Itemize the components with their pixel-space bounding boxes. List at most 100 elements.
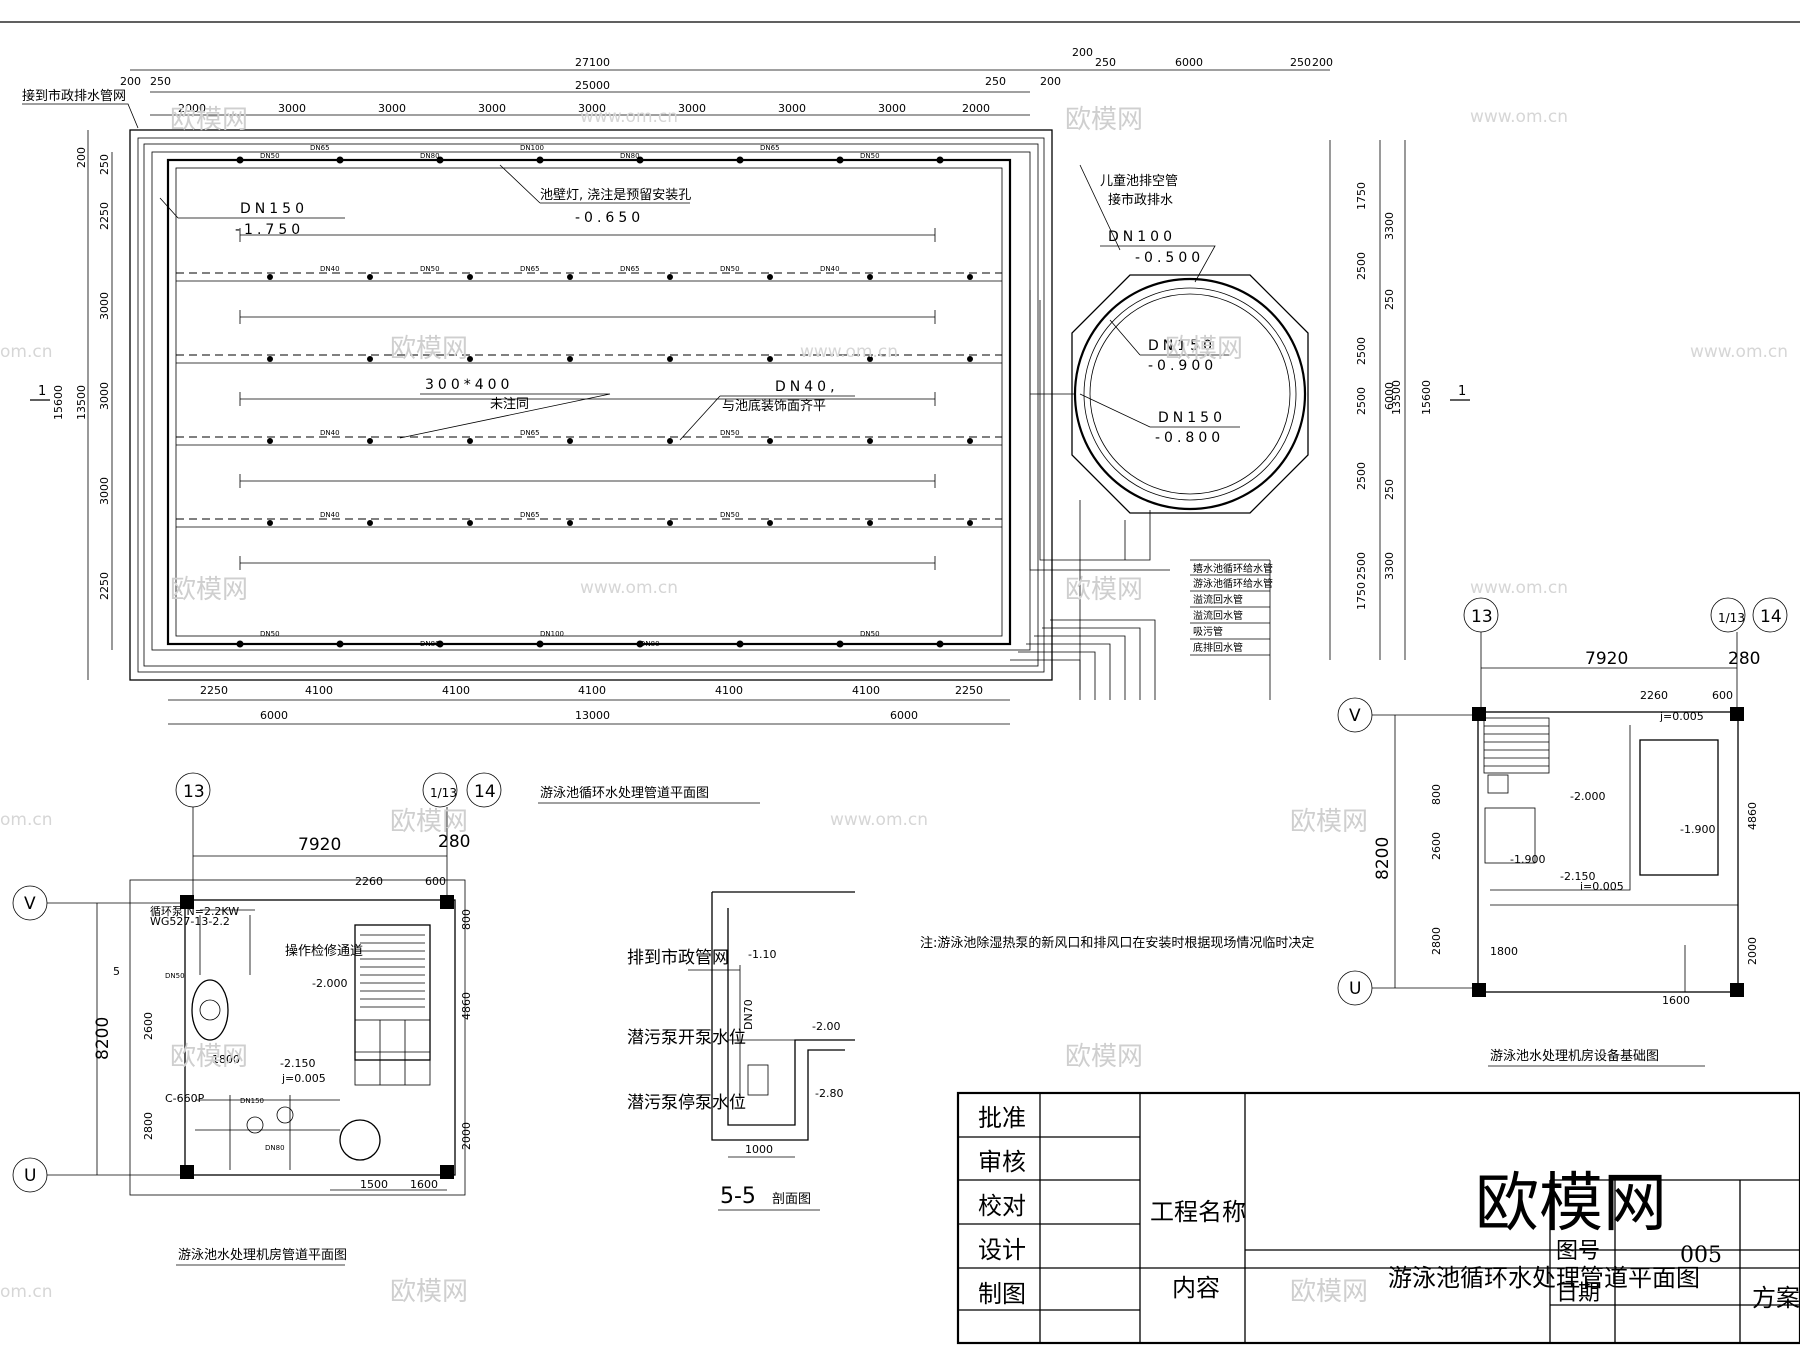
svg-text:280: 280 <box>1728 649 1760 669</box>
svg-text:1: 1 <box>38 384 46 399</box>
svg-text:欧模网: 欧模网 <box>1290 807 1368 837</box>
svg-text:2600: 2600 <box>1430 832 1443 860</box>
tb-content-label: 内容 <box>1172 1274 1220 1302</box>
svg-text:欧模网: 欧模网 <box>170 1042 248 1072</box>
svg-text:6000: 6000 <box>1175 56 1203 69</box>
svg-text:2250: 2250 <box>98 202 111 230</box>
pipe-legend: 嬉水池循环给水管 游泳池循环给水管 溢流回水管 溢流回水管 吸污管 底排回水管 <box>1190 559 1273 700</box>
dn100-label: DN100 <box>1108 229 1176 245</box>
lane-markers <box>239 228 936 570</box>
dn40-note: 与池底装饰面齐平 <box>722 398 826 414</box>
svg-text:DN80: DN80 <box>640 640 660 648</box>
svg-text:欧模网: 欧模网 <box>1065 1042 1143 1072</box>
svg-text:-2.150: -2.150 <box>280 1057 315 1070</box>
svg-text:DN65: DN65 <box>620 265 640 273</box>
svg-text:3000: 3000 <box>878 102 906 115</box>
dn100-elev: -0.500 <box>1135 250 1204 266</box>
svg-text:DN50: DN50 <box>260 630 280 638</box>
svg-text:DN50: DN50 <box>720 511 740 519</box>
tb-date-label: 日期 <box>1556 1281 1600 1306</box>
svg-text:om.cn: om.cn <box>0 342 53 362</box>
svg-text:j=0.005: j=0.005 <box>1659 710 1704 723</box>
logo-text: 欧模网 <box>1475 1167 1667 1241</box>
svg-text:-1.900: -1.900 <box>1680 823 1715 836</box>
svg-text:DN70: DN70 <box>742 999 755 1030</box>
svg-text:1500: 1500 <box>360 1178 388 1191</box>
svg-text:25000: 25000 <box>575 79 610 92</box>
svg-text:2260: 2260 <box>355 875 383 888</box>
svg-text:DN150: DN150 <box>240 1097 264 1105</box>
ring2-label: DN150 <box>1158 410 1226 426</box>
svg-text:www.om.cn: www.om.cn <box>1470 578 1568 598</box>
svg-text:1600: 1600 <box>1662 994 1690 1007</box>
svg-text:om.cn: om.cn <box>0 1282 53 1302</box>
svg-text:2000: 2000 <box>1746 937 1759 965</box>
svg-text:欧模网: 欧模网 <box>1065 105 1143 135</box>
drain-note-2: 接市政排水 <box>1108 192 1173 208</box>
svg-text:WG527-13-2.2: WG527-13-2.2 <box>150 915 230 928</box>
svg-text:4100: 4100 <box>578 684 606 697</box>
drain-note: 儿童池排空管 <box>1100 173 1178 189</box>
svg-text:280: 280 <box>438 832 470 852</box>
svg-text:7920: 7920 <box>298 835 341 855</box>
svg-text:3300: 3300 <box>1383 552 1396 580</box>
svg-text:潜污泵停泵水位: 潜污泵停泵水位 <box>627 1093 746 1113</box>
dn150-elev: -1.750 <box>235 222 304 238</box>
svg-text:800: 800 <box>1430 784 1443 805</box>
svg-text:欧模网: 欧模网 <box>390 1277 468 1307</box>
svg-text:2260: 2260 <box>1640 689 1668 702</box>
svg-text:13: 13 <box>1471 607 1493 627</box>
svg-text:欧模网: 欧模网 <box>170 105 248 135</box>
svg-text:DN65: DN65 <box>520 511 540 519</box>
svg-text:2000: 2000 <box>962 102 990 115</box>
svg-text:DN100: DN100 <box>540 630 564 638</box>
svg-text:1800: 1800 <box>212 1053 240 1066</box>
svg-text:4860: 4860 <box>1746 802 1759 830</box>
main-plan-title: 游泳池循环水处理管道平面图 <box>540 786 709 801</box>
svg-text:2250: 2250 <box>955 684 983 697</box>
svg-text:DN50: DN50 <box>720 429 740 437</box>
svg-text:250: 250 <box>985 75 1006 88</box>
svg-text:1/13: 1/13 <box>430 786 457 800</box>
svg-text:5: 5 <box>113 965 120 978</box>
svg-text:欧模网: 欧模网 <box>390 334 468 364</box>
pipe-runs <box>1010 290 1170 700</box>
svg-text:欧模网: 欧模网 <box>1290 1277 1368 1307</box>
svg-text:i=0.005: i=0.005 <box>1580 880 1624 893</box>
svg-text:3300: 3300 <box>1383 212 1396 240</box>
svg-text:DN40: DN40 <box>320 511 340 519</box>
svg-text:2000: 2000 <box>178 102 206 115</box>
tb-stage: 方案 <box>1752 1284 1800 1312</box>
svg-text:15600: 15600 <box>52 385 65 420</box>
inlet-dots <box>236 156 973 648</box>
svg-text:www.om.cn: www.om.cn <box>800 342 898 362</box>
bottom-dimensions: 2250 4100 4100 4100 4100 4100 2250 6000 … <box>168 684 1010 725</box>
svg-text:4100: 4100 <box>442 684 470 697</box>
ring2-elev: -0.800 <box>1155 430 1224 446</box>
svg-text:13500: 13500 <box>75 385 88 420</box>
tb-no-value: 005 <box>1680 1243 1722 1268</box>
svg-text:2250: 2250 <box>200 684 228 697</box>
left-dimensions: 2250 3000 3000 3000 2250 250 200 13500 1… <box>30 130 113 680</box>
svg-text:j=0.005: j=0.005 <box>281 1072 326 1085</box>
pipe-size-labels: DN50 DN65 DN80 DN100 DN80 DN65 DN50 DN40… <box>260 144 880 648</box>
right-dimensions: 1750 2500 2500 2500 2500 2500 1750 3300 … <box>1329 140 1470 660</box>
room-plan-title: 游泳池水处理机房管道平面图 <box>178 1247 347 1263</box>
svg-text:1/13: 1/13 <box>1718 611 1745 625</box>
main-pool-plan: DN50 DN65 DN80 DN100 DN80 DN65 DN50 DN40… <box>22 46 1470 804</box>
svg-text:DN65: DN65 <box>310 144 330 152</box>
svg-text:-2.00: -2.00 <box>812 1020 840 1033</box>
svg-text:www.om.cn: www.om.cn <box>830 810 928 830</box>
top-dimensions: 27100 25000 200 250 250 200 2000 3000 30… <box>120 46 1333 116</box>
svg-text:7920: 7920 <box>1585 649 1628 669</box>
svg-text:3000: 3000 <box>778 102 806 115</box>
svg-text:1800: 1800 <box>1490 945 1518 958</box>
svg-text:1750: 1750 <box>1355 182 1368 210</box>
svg-text:DN65: DN65 <box>520 265 540 273</box>
svg-text:2250: 2250 <box>98 572 111 600</box>
svg-text:DN50: DN50 <box>260 152 280 160</box>
svg-text:1600: 1600 <box>410 1178 438 1191</box>
tb-project-label: 工程名称 <box>1150 1198 1246 1226</box>
svg-text:DN50: DN50 <box>720 265 740 273</box>
svg-text:1000: 1000 <box>745 1143 773 1156</box>
